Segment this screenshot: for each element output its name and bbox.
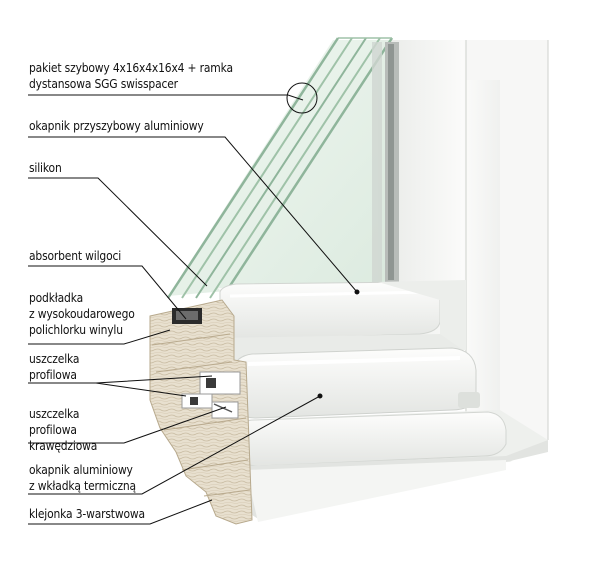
label-seal-edge-line3: krawędziowa: [29, 438, 98, 453]
leader-laminate: [28, 499, 213, 525]
label-seal-profile-line1: uszczelka: [29, 351, 80, 366]
leader-drip-glass: [28, 136, 358, 293]
label-seal-edge-line2: profilowa: [29, 422, 77, 437]
leader-glazing: [28, 82, 318, 114]
leader-pad: [28, 329, 171, 345]
label-silicone-line1: silikon: [29, 160, 62, 175]
label-drip-alu-line1: okapnik aluminiowy: [29, 462, 133, 477]
label-laminate-line1: klejonka 3-warstwowa: [29, 506, 145, 521]
label-seal-profile: uszczelka profilowa: [29, 351, 79, 383]
glazing-unit: [166, 37, 399, 299]
label-laminate: klejonka 3-warstwowa: [29, 506, 145, 522]
label-pad-line1: podkładka: [29, 290, 84, 305]
label-drip-alu: okapnik aluminiowy z wkładką termiczną: [29, 462, 136, 494]
label-pad-line3: polichlorku winylu: [29, 322, 123, 337]
label-absorbent-line1: absorbent wilgoci: [29, 248, 122, 263]
leader-absorbent: [28, 265, 187, 320]
label-absorbent: absorbent wilgoci: [29, 248, 121, 264]
wood-cross-section: [149, 299, 253, 525]
label-glazing-line2: dystansowa SGG swisspacer: [29, 76, 178, 91]
label-silicone: silikon: [29, 160, 62, 176]
label-glazing: pakiet szybowy 4x16x4x16x4 + ramka dysta…: [29, 60, 233, 92]
label-glazing-line1: pakiet szybowy 4x16x4x16x4 + ramka: [29, 60, 233, 75]
label-pad: podkładka z wysokoudarowego polichlorku …: [29, 290, 135, 338]
label-drip-glass: okapnik przyszybowy aluminiowy: [29, 118, 204, 134]
leader-seal-edge: [28, 406, 227, 444]
label-seal-edge: uszczelka profilowa krawędziowa: [29, 406, 97, 454]
leader-lines: [28, 82, 360, 525]
label-seal-edge-line1: uszczelka: [29, 406, 80, 421]
leader-drip-alu: [28, 395, 321, 495]
label-pad-line2: z wysokoudarowego: [29, 306, 135, 321]
leader-silicone: [28, 177, 208, 287]
label-seal-profile-line2: profilowa: [29, 367, 77, 382]
label-drip-glass-line1: okapnik przyszybowy aluminiowy: [29, 118, 204, 133]
label-drip-alu-line2: z wkładką termiczną: [29, 478, 136, 493]
leader-seal-profile: [28, 375, 213, 397]
frame-horizontal: [231, 347, 548, 522]
